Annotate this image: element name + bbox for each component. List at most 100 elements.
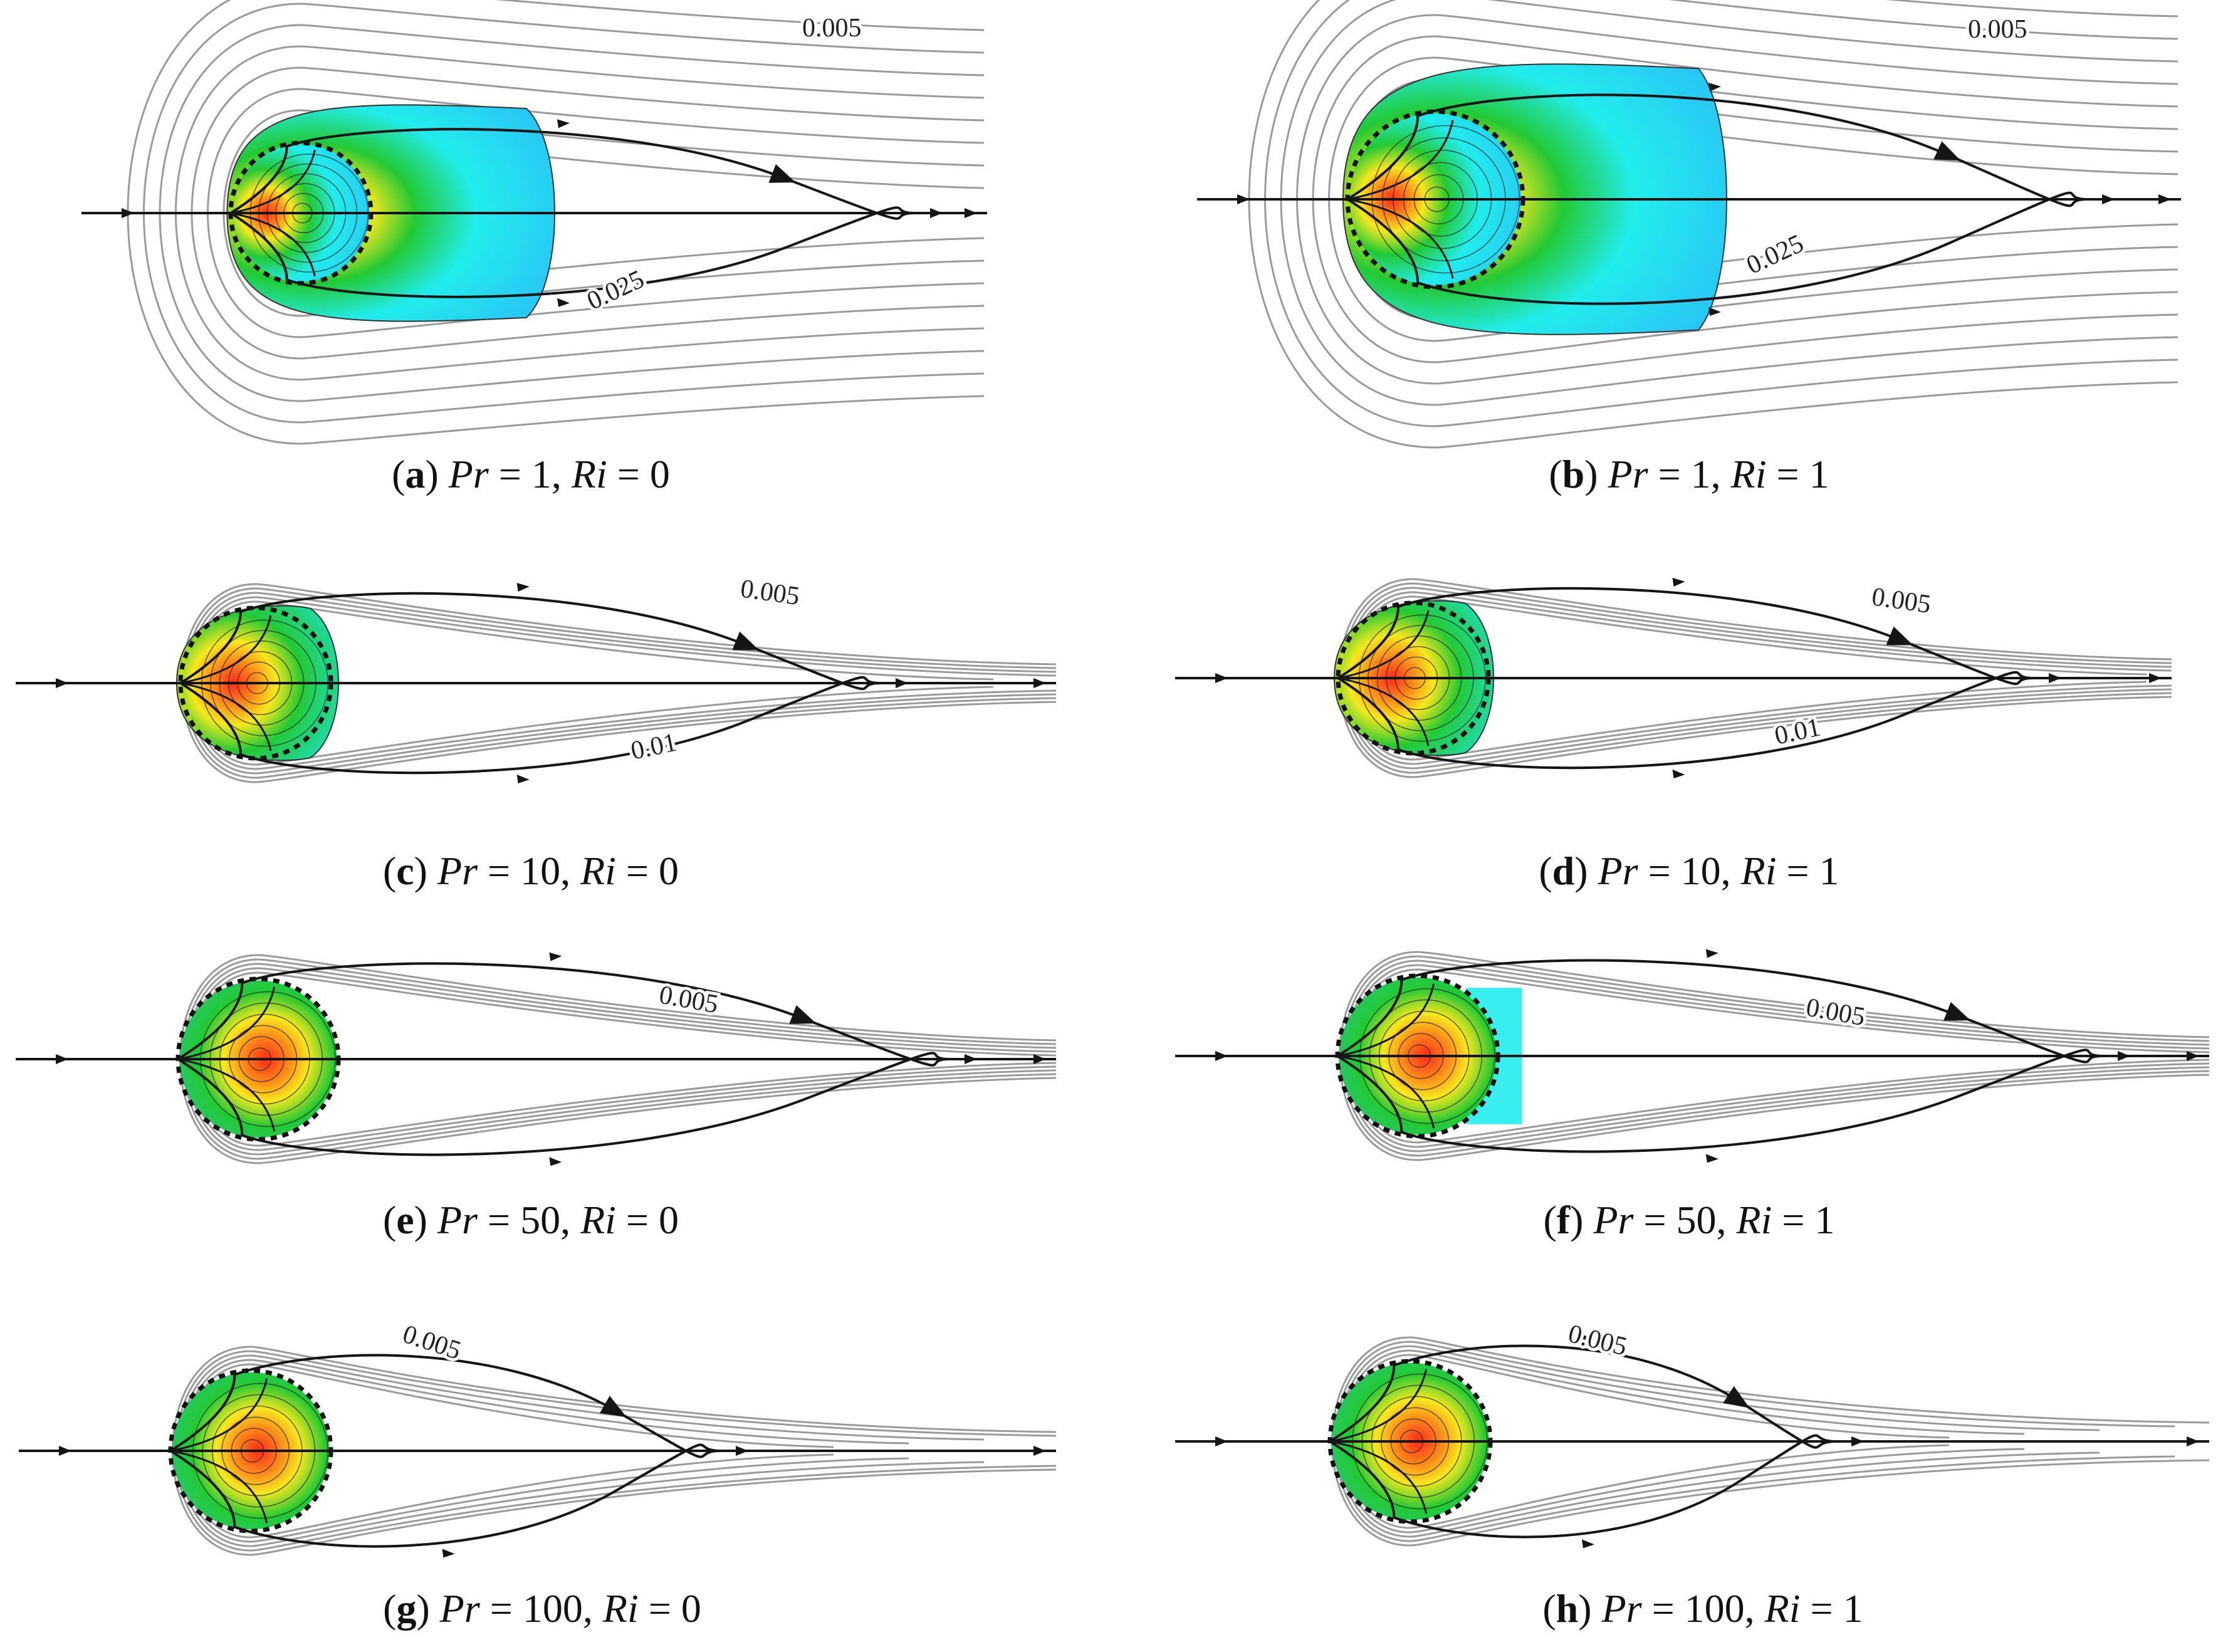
flow-arrow: [2187, 1436, 2199, 1446]
internal-streamline: [1336, 1055, 1403, 1132]
streamline-lower: [1393, 1434, 1837, 1539]
streamline-upper: [1417, 93, 2088, 207]
internal-streamline: [1347, 198, 1454, 279]
internal-streamline: [170, 1450, 268, 1524]
internal-streamline: [229, 146, 288, 214]
internal-streamline: [230, 149, 316, 214]
internal-streamline: [1337, 677, 1430, 746]
flow-arrow: [736, 1446, 748, 1456]
internal-streamline: [1329, 1365, 1396, 1443]
streamline-lower: [1398, 671, 2034, 770]
flow-arrow: [1033, 1054, 1046, 1064]
caption-g: (g) Pr = 100, Ri = 0: [383, 1586, 701, 1631]
contour-label: 0.005: [1968, 15, 2027, 44]
panel-e: 0.005: [16, 952, 1057, 1166]
flow-arrow: [1582, 1539, 1594, 1549]
streamline-upper: [1393, 1344, 1837, 1449]
flow-arrow: [2102, 194, 2115, 204]
flow-arrow: [1215, 1436, 1228, 1446]
streamline-upper: [1398, 587, 2034, 686]
flow-arrow: [1033, 678, 1046, 688]
internal-streamline: [1329, 1440, 1396, 1518]
panel-g: 0.005: [19, 1317, 1057, 1558]
streamline-lower: [1417, 191, 2088, 305]
flow-arrow: [2049, 673, 2061, 683]
internal-streamline: [177, 986, 276, 1060]
internal-streamline: [1337, 606, 1399, 679]
internal-streamline: [179, 611, 242, 684]
internal-streamline: [1346, 198, 1419, 283]
flow-arrow: [1851, 1436, 1864, 1446]
flow-arrow: [59, 1446, 71, 1456]
streamline-upper: [241, 962, 950, 1067]
internal-streamline: [169, 1374, 236, 1452]
streamline-lower: [240, 676, 881, 775]
panels-layer: 0.0050.0250.0050.0250.0050.010.0050.010.…: [16, 0, 2210, 1558]
contour-label: 0.005: [1870, 582, 1933, 619]
streamline-lower: [234, 1443, 721, 1548]
internal-streamline: [170, 1378, 268, 1452]
contour-label: 0.005: [739, 574, 802, 611]
caption-e: (e) Pr = 50, Ri = 0: [382, 1198, 679, 1242]
flow-arrow: [1708, 83, 1721, 91]
streamline-upper: [240, 592, 881, 691]
internal-streamline: [1337, 983, 1435, 1057]
flow-arrow: [1237, 194, 1250, 204]
caption-f: (f) Pr = 50, Ri = 1: [1543, 1198, 1835, 1242]
contour-label: 0.005: [802, 14, 862, 43]
flow-arrow: [56, 678, 68, 688]
flow-arrow: [1215, 673, 1228, 683]
flow-arrow: [896, 678, 908, 688]
internal-streamline: [1336, 980, 1403, 1057]
flow-arrow: [516, 775, 530, 783]
flow-arrow: [557, 298, 570, 307]
internal-streamline: [177, 1058, 244, 1136]
flow-arrow: [549, 952, 562, 961]
caption-d: (d) Pr = 10, Ri = 1: [1539, 849, 1839, 893]
caption-h: (h) Pr = 100, Ri = 1: [1542, 1586, 1863, 1631]
flow-arrow: [1705, 1154, 1718, 1163]
internal-streamline: [177, 1058, 276, 1132]
contour-label: 0.005: [1566, 1319, 1630, 1361]
streamline-lower: [241, 1052, 950, 1156]
internal-streamline: [1329, 1369, 1428, 1443]
flow-arrow: [442, 1549, 455, 1558]
flow-arrow: [1672, 770, 1685, 778]
streamline-lower: [1401, 1048, 2103, 1153]
flow-arrow: [56, 1054, 68, 1064]
internal-streamline: [179, 682, 242, 755]
flow-arrow: [1582, 1334, 1594, 1344]
panel-f: 0.005: [1175, 949, 2210, 1163]
flow-arrow: [122, 208, 134, 218]
internal-streamline: [180, 615, 272, 684]
internal-streamline: [169, 1450, 236, 1527]
flow-arrow: [965, 1054, 977, 1064]
internal-streamline: [1337, 677, 1399, 750]
panel-h: 0.005: [1175, 1316, 2210, 1549]
caption-c: (c) Pr = 10, Ri = 0: [382, 849, 679, 893]
caption-a: (a) Pr = 1, Ri = 0: [392, 452, 670, 496]
internal-streamline: [1347, 120, 1454, 201]
internal-streamline: [180, 682, 272, 751]
flow-arrow: [1215, 1051, 1228, 1061]
flow-arrow: [965, 208, 977, 218]
flow-arrow: [516, 583, 530, 592]
internal-streamline: [1337, 610, 1430, 679]
caption-b: (b) Pr = 1, Ri = 1: [1549, 452, 1829, 496]
contour-label: 0.005: [1804, 993, 1867, 1032]
internal-streamline: [1346, 115, 1419, 201]
internal-streamline: [1337, 1055, 1435, 1129]
contour-label: 0.005: [657, 981, 720, 1020]
internal-streamline: [230, 212, 316, 277]
flow-arrow: [2158, 194, 2171, 204]
contour-label: 0.01: [629, 728, 679, 766]
flow-arrow: [930, 208, 943, 218]
flow-arrow: [1705, 949, 1718, 958]
flow-arrow: [2187, 1051, 2199, 1061]
flow-arrow: [549, 1157, 562, 1166]
streamline-upper: [286, 128, 916, 220]
